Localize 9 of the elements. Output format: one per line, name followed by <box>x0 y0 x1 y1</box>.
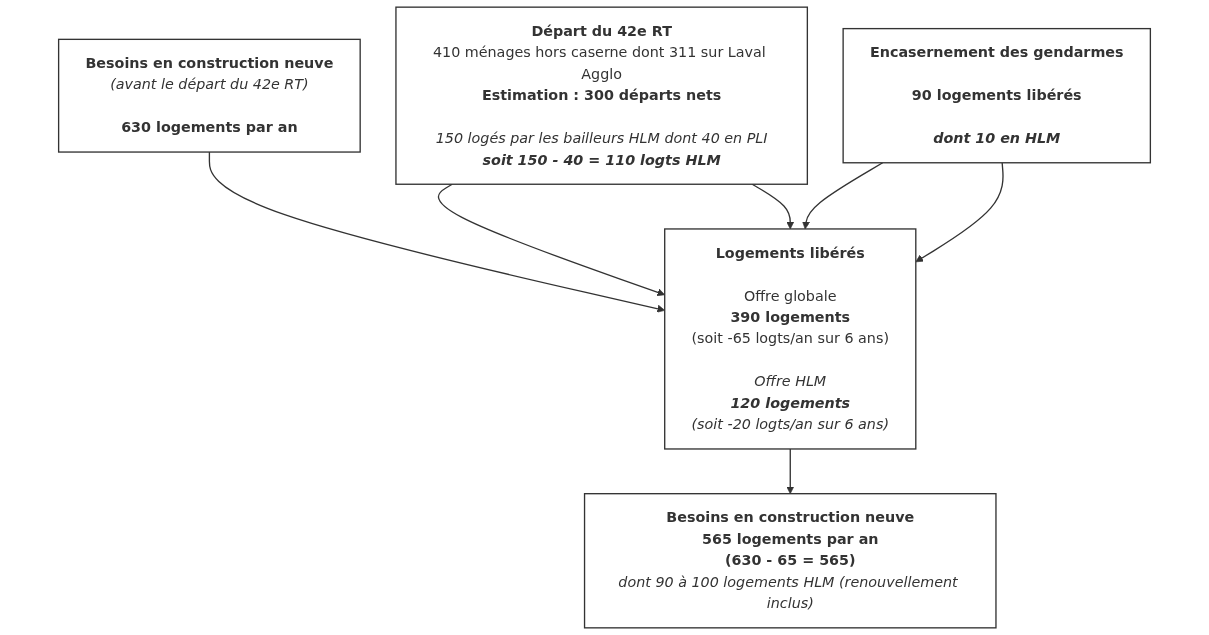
node-box: Besoins en construction neuve 565 logements par an (630 - 65 = 565) dont 90 à 100 logements HLM (renouvellement inclus) <box>583 493 997 629</box>
arrow <box>786 448 795 495</box>
arrow <box>802 162 884 230</box>
node-box: Départ du 42e RT 410 ménages hors caserne dont 311 sur Laval Agglo Estimation : 300 départs nets 150 logés par les bailleurs HLM dont 40 en PLI soit 150 - 40 = 110 logts HLM <box>395 6 808 185</box>
node-box: Logements libérés Offre globale 390 logements (soit -65 logts/an sur 6 ans) Offre HLM 120 logements (soit -20 logts/an sur 6 ans) <box>664 228 917 450</box>
arrow <box>915 162 1004 263</box>
node-box: Besoins en construction neuve (avant le départ du 42e RT) 630 logements par an <box>57 38 361 153</box>
node-box: Encasernement des gendarmes 90 logements libérés dont 10 en HLM <box>842 27 1152 164</box>
arrow <box>751 183 795 230</box>
